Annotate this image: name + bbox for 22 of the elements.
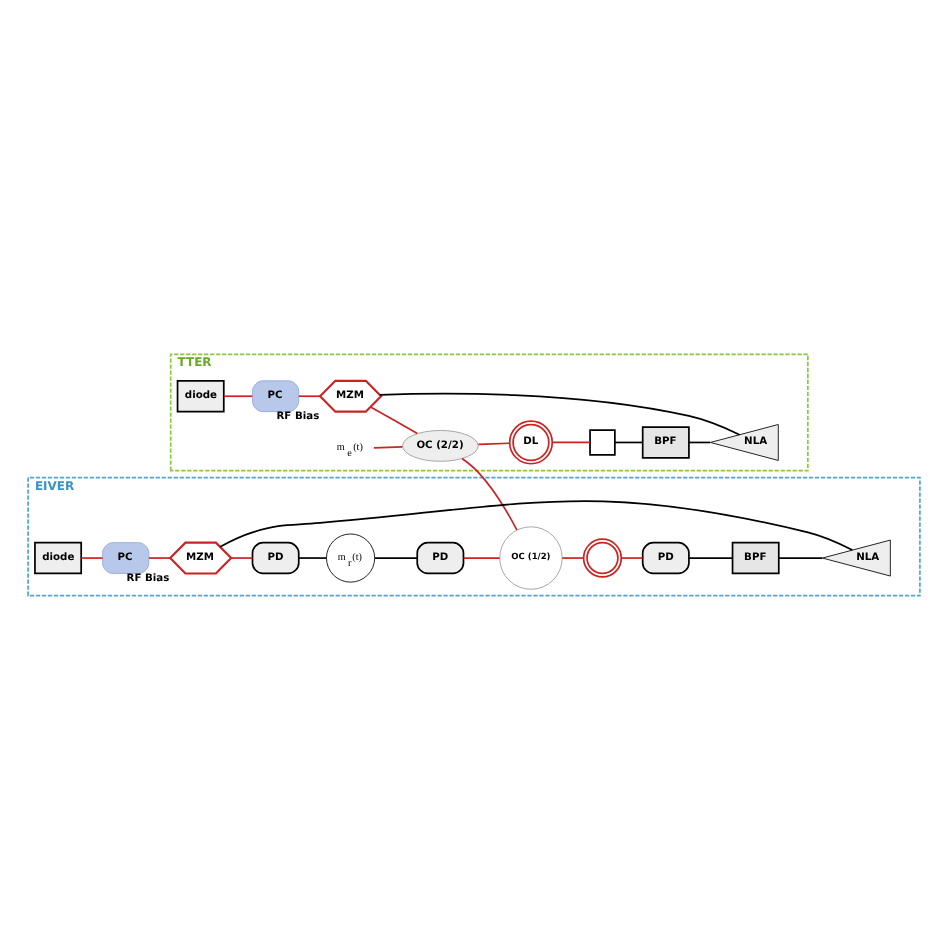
connector: [369, 405, 419, 434]
connector: [620, 556, 644, 558]
connector: [80, 556, 104, 558]
connector: [477, 441, 511, 445]
connector: [148, 556, 171, 558]
connector: [688, 556, 734, 558]
connector: [373, 445, 404, 448]
connector: [219, 499, 854, 550]
connector: [230, 556, 254, 558]
connector: [551, 440, 591, 443]
connector: [461, 456, 518, 530]
connector: [462, 556, 501, 558]
connector: [298, 556, 328, 558]
connector: [688, 440, 711, 443]
connector: [778, 556, 824, 558]
connector: [561, 556, 585, 558]
connector: [614, 440, 644, 443]
connector: [223, 394, 254, 397]
connector: [374, 556, 418, 558]
connector: [379, 391, 741, 435]
connector: [298, 394, 321, 397]
node-box: [589, 428, 616, 455]
